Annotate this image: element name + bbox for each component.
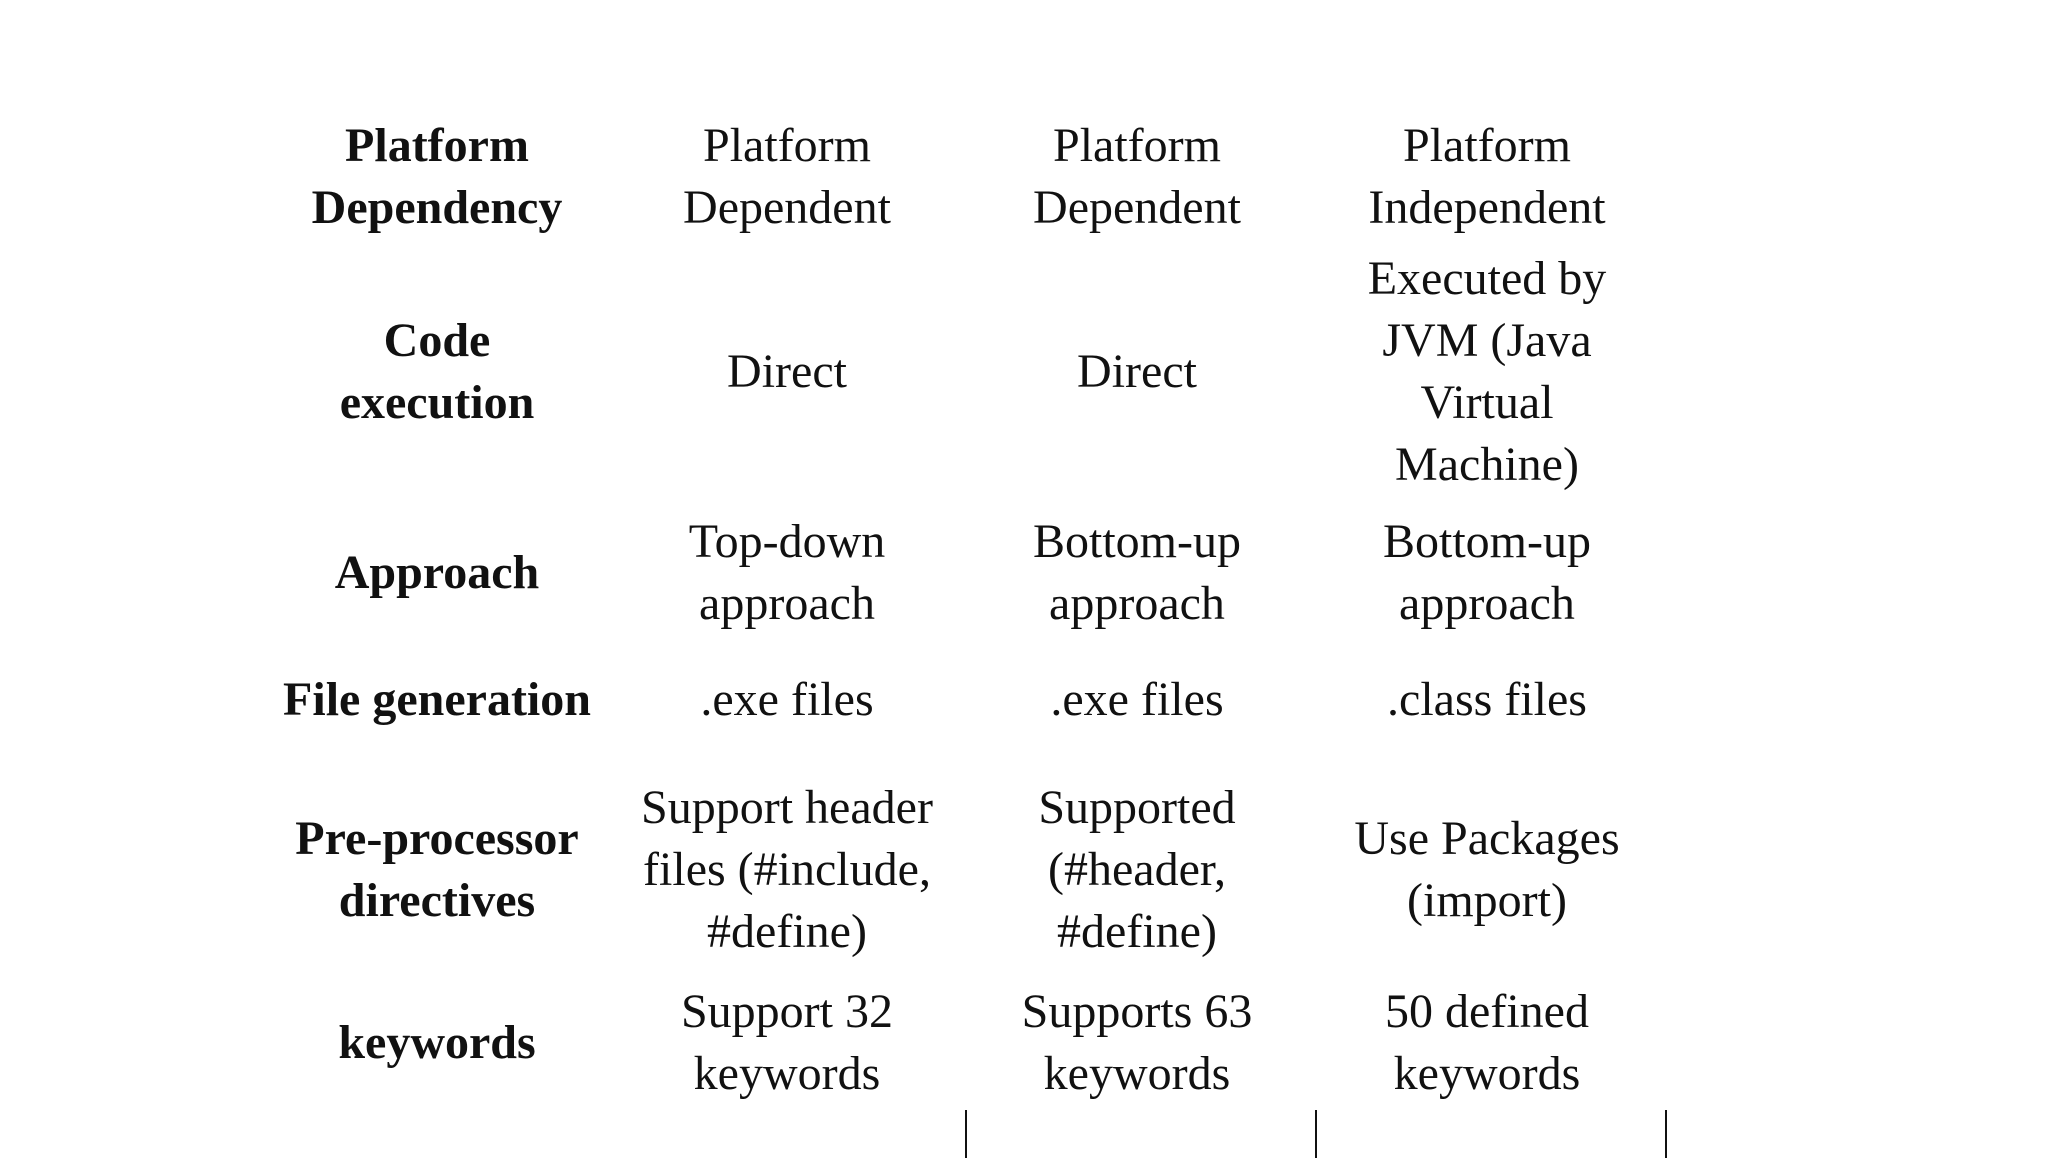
table-cell: 50 defined keywords (1385, 985, 1589, 1100)
table-cell: .exe files (700, 673, 874, 726)
table-cell: Support header files (#include, #define) (641, 781, 933, 958)
table-cell: Executed by JVM (Java Virtual Machine) (1367, 252, 1607, 491)
table-cell: .class files (1387, 673, 1587, 726)
table-cell: Use Packages (import) (1354, 812, 1620, 927)
table-cell: Platform Dependent (1033, 119, 1241, 234)
row-label-platform-dependency: Platform Dependency (311, 119, 563, 234)
table-cell: Platform Independent (1368, 119, 1606, 234)
table-cell: Support 32 keywords (680, 985, 893, 1100)
row-label-code-execution: Code execution (339, 314, 535, 429)
table-cell: .exe files (1050, 673, 1224, 726)
table-cell: Direct (727, 345, 847, 398)
table-cell: Bottom-up approach (1382, 515, 1591, 630)
table-cell: Top-down approach (688, 515, 886, 630)
table-cell: Direct (1077, 345, 1197, 398)
table-cell: Supported (#header, #define) (1038, 781, 1236, 958)
table-cell: Platform Dependent (683, 119, 891, 234)
column-divider (1315, 1110, 1317, 1158)
table-cell: Supports 63 keywords (1021, 985, 1253, 1100)
row-label-keywords: keywords (338, 1016, 536, 1069)
table-cell: Bottom-up approach (1032, 515, 1241, 630)
row-label-pre-processor-directives: Pre-processor directives (295, 812, 579, 927)
row-label-approach: Approach (334, 546, 540, 599)
row-label-file-generation: File generation (283, 673, 591, 726)
column-divider (1665, 1110, 1667, 1158)
column-divider (965, 1110, 967, 1158)
